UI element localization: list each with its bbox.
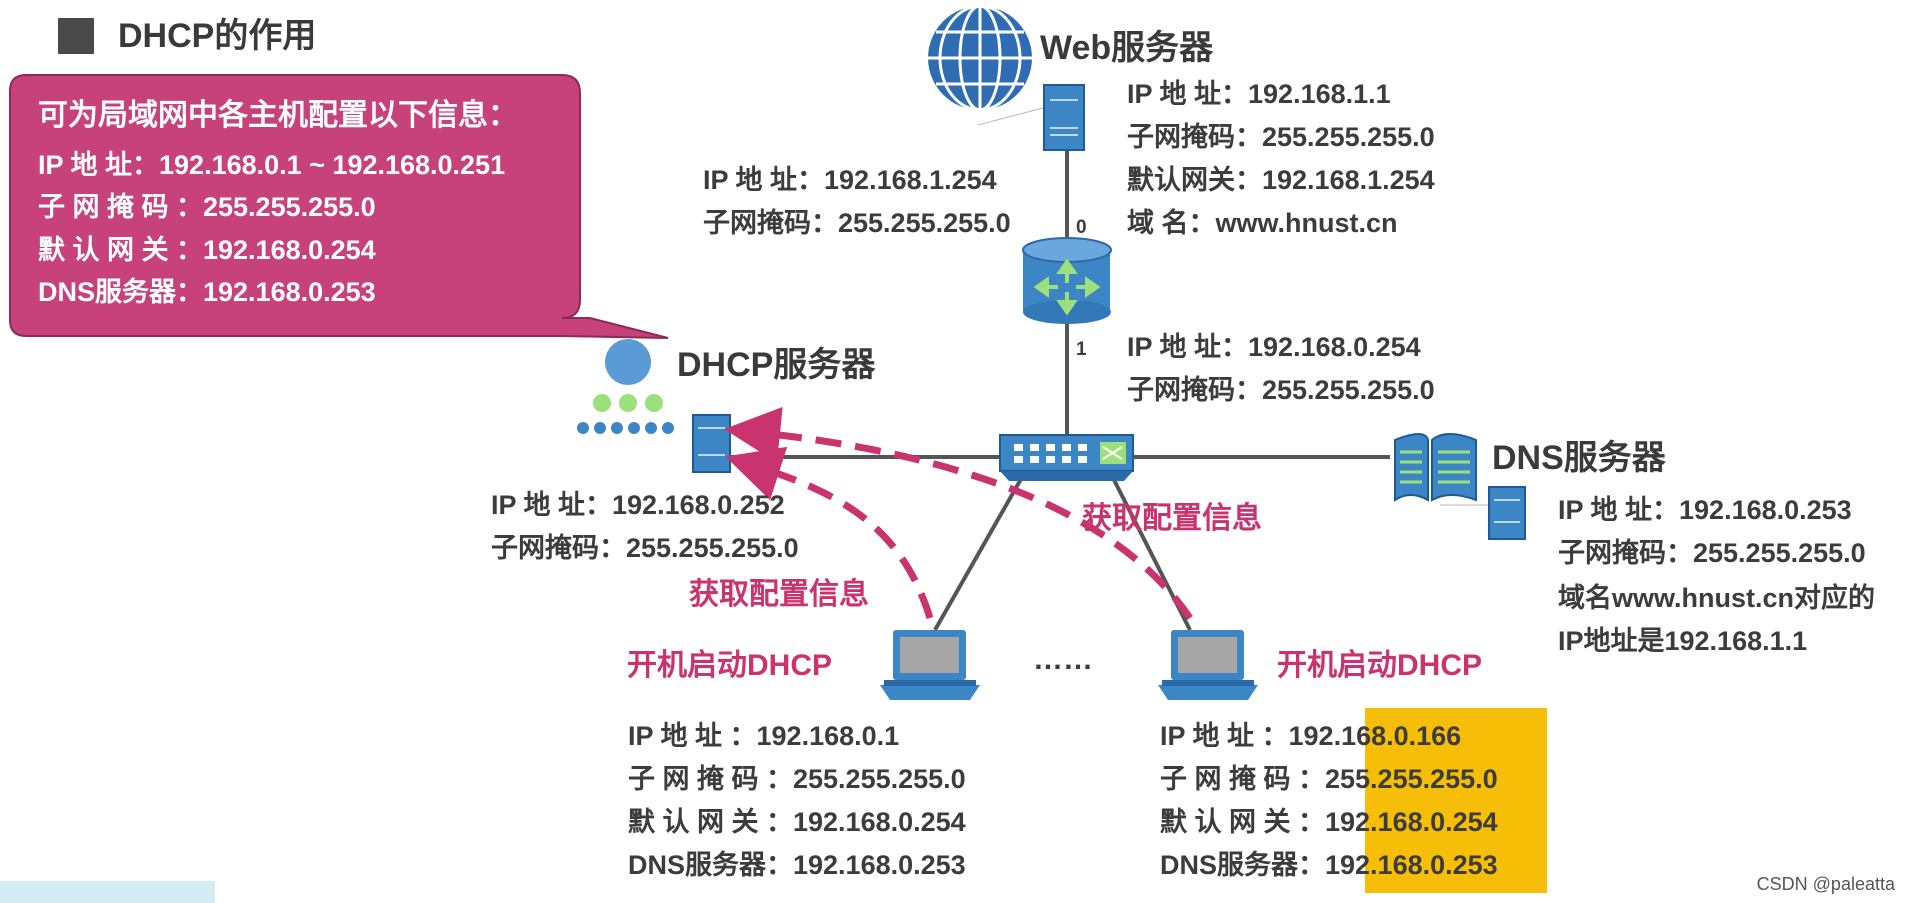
ellipsis: ……	[1033, 643, 1093, 676]
laptop-icon-1	[880, 630, 980, 700]
decorative-bar	[0, 881, 215, 903]
router-iface1-info: IP 地 址：192.168.0.254	[1127, 332, 1421, 362]
dns-server-info: 域名www.hnust.cn对应的	[1558, 583, 1875, 613]
pc2-info: 默 认 网 关 ：192.168.0.254	[1160, 807, 1498, 837]
globe-icon	[928, 4, 1032, 112]
pc2-info: IP 地 址 ：192.168.0.166	[1160, 721, 1462, 751]
callout-line: IP 地 址：192.168.0.1 ~ 192.168.0.251	[38, 150, 506, 180]
title-bullet	[58, 18, 94, 54]
dns-server-info: IP 地 址：192.168.0.253	[1558, 495, 1852, 525]
router-iface0-info: IP 地 址：192.168.1.254	[703, 165, 997, 195]
pc1-info: DNS服务器：192.168.0.253	[628, 850, 966, 880]
watermark: CSDN @paleatta	[1756, 874, 1895, 894]
web-server-info: 子网掩码：255.255.255.0	[1127, 122, 1435, 152]
web-server-info: 域 名：www.hnust.cn	[1127, 208, 1398, 238]
pc1-info: IP 地 址 ：192.168.0.1	[628, 721, 900, 751]
callout-balloon	[9, 74, 669, 339]
dhcp-server-info: 子网掩码：255.255.255.0	[491, 533, 799, 563]
pc2-action-label: 开机启动DHCP	[1277, 649, 1483, 682]
page-title: DHCP的作用	[118, 17, 317, 55]
web-server-label: Web服务器	[1040, 29, 1214, 67]
dns-server-info: 子网掩码：255.255.255.0	[1558, 538, 1866, 568]
laptop-icon-2	[1158, 630, 1258, 700]
arrow-label: 获取配置信息	[689, 578, 869, 611]
callout-line: DNS服务器：192.168.0.253	[38, 277, 376, 307]
dns-server-info: IP地址是192.168.1.1	[1558, 626, 1808, 656]
router-iface1-info: 子网掩码：255.255.255.0	[1127, 375, 1435, 405]
dhcp-server-icon	[577, 339, 731, 473]
web-server-info: IP 地 址：192.168.1.1	[1127, 79, 1391, 109]
router-port-1: 1	[1076, 339, 1087, 360]
dhcp-server-label: DHCP服务器	[677, 346, 876, 384]
pc1-action-label: 开机启动DHCP	[627, 649, 833, 682]
dhcp-server-info: IP 地 址：192.168.0.252	[491, 490, 785, 520]
highlight-box	[1365, 708, 1547, 893]
callout-line: 默 认 网 关 ：192.168.0.254	[38, 235, 376, 265]
router-iface0-info: 子网掩码：255.255.255.0	[703, 208, 1011, 238]
router-icon	[1022, 237, 1112, 324]
switch-icon	[999, 434, 1134, 481]
pc1-info: 子 网 掩 码 ：255.255.255.0	[628, 764, 966, 794]
dashed-arrows	[724, 406, 1193, 620]
pc2-info: 子 网 掩 码 ：255.255.255.0	[1160, 764, 1498, 794]
pc1-info: 默 认 网 关 ：192.168.0.254	[628, 807, 966, 837]
pc2-info: DNS服务器：192.168.0.253	[1160, 850, 1498, 880]
web-server-info: 默认网关：192.168.1.254	[1127, 165, 1435, 195]
arrow-label: 获取配置信息	[1082, 502, 1262, 535]
dns-server-icon	[1394, 433, 1526, 540]
web-server-icon	[1043, 84, 1085, 151]
callout-line: 子 网 掩 码 ：255.255.255.0	[38, 192, 376, 222]
router-port-0: 0	[1076, 217, 1087, 238]
callout-heading: 可为局域网中各主机配置以下信息：	[38, 99, 518, 132]
dns-server-label: DNS服务器	[1492, 439, 1666, 477]
